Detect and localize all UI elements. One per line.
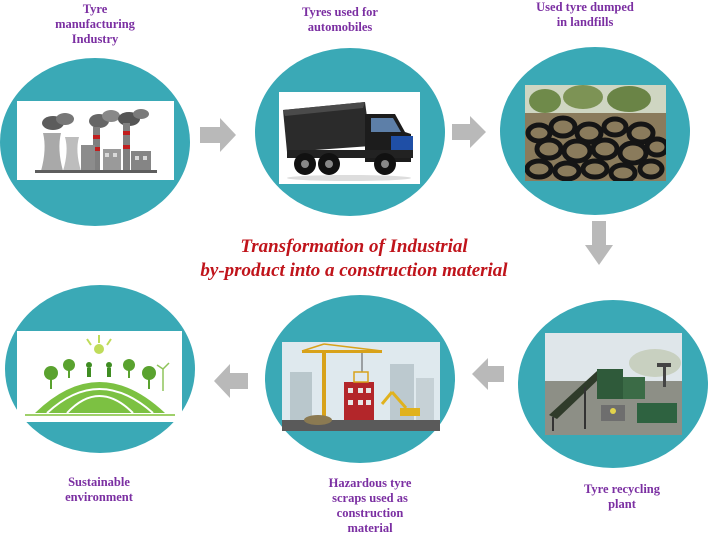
- step-3-label-line-1: Used tyre dumped: [536, 0, 634, 14]
- arrow-down-icon: [585, 221, 613, 265]
- truck-icon: [279, 92, 420, 184]
- factory-icon: [17, 101, 174, 180]
- step-1-label-line-1: Tyre: [82, 2, 108, 16]
- step-2-label-line-1: Tyres used for: [302, 5, 378, 19]
- step-2-label-line-2: automobiles: [307, 20, 373, 34]
- step-5-label-line-3: construction: [336, 506, 404, 520]
- step-4-label: Tyre recycling plant: [537, 482, 707, 512]
- arrow-left-icon: [214, 364, 248, 398]
- diagram-title-line-1: Transformation of Industrial: [240, 236, 468, 257]
- step-1-label-line-2: manufacturing: [55, 17, 135, 31]
- step-5-label: Hazardous tyre scraps used as constructi…: [285, 476, 455, 535]
- green-earth-icon: [17, 331, 182, 422]
- step-1-label-line-3: Industry: [71, 32, 119, 46]
- construction-site-icon: [282, 342, 440, 431]
- step-5-label-line-2: scraps used as: [332, 491, 408, 505]
- arrow-left-icon: [472, 358, 504, 390]
- diagram-title-line-2: by-product into a construction material: [200, 260, 508, 281]
- step-5-label-line-4: material: [347, 521, 393, 535]
- step-3-label-line-2: in landfills: [556, 15, 614, 29]
- step-4-label-line-1: Tyre recycling: [583, 482, 661, 496]
- step-6-label-line-1: Sustainable: [68, 475, 130, 489]
- tyre-pile-icon: [525, 85, 666, 181]
- step-3-label: Used tyre dumped in landfills: [500, 0, 670, 30]
- step-6-label: Sustainable environment: [14, 475, 184, 505]
- arrow-right-icon: [452, 116, 486, 148]
- step-6-label-line-2: environment: [65, 490, 133, 504]
- step-4-label-line-2: plant: [608, 497, 636, 511]
- step-1-label: Tyre manufacturing Industry: [10, 2, 180, 47]
- recycling-plant-icon: [545, 333, 682, 435]
- step-5-label-line-1: Hazardous tyre: [328, 476, 412, 490]
- step-2-label: Tyres used for automobiles: [255, 5, 425, 35]
- arrow-right-icon: [200, 118, 236, 152]
